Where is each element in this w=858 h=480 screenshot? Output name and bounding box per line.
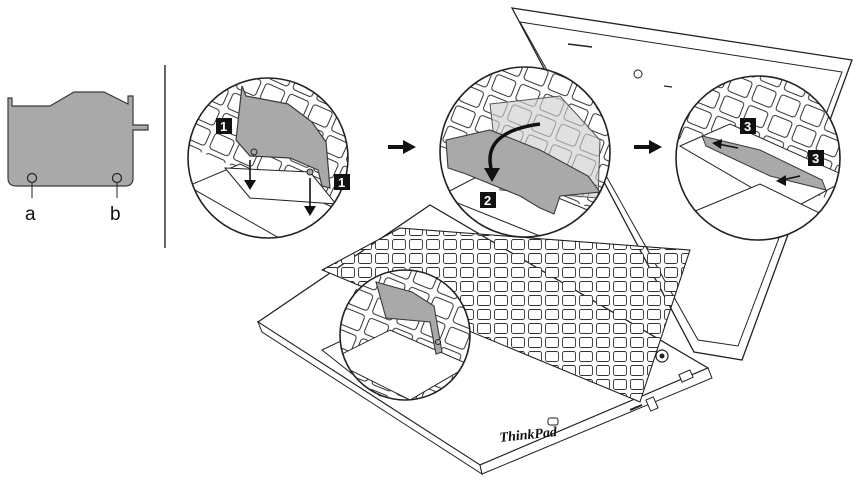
curved-rotate-arrow-icon: [484, 122, 541, 182]
press-arrow-icon: [712, 139, 739, 149]
press-arrow-icon: [776, 175, 801, 186]
svg-text:3: 3: [812, 151, 819, 166]
step-badge-1: 1: [216, 118, 232, 134]
hole-b: [111, 172, 123, 184]
step-badge-3-second: 3: [808, 150, 824, 166]
label-b: b: [110, 204, 121, 225]
step-badge-3: 3: [740, 118, 756, 134]
right-arrow-icon: [388, 140, 416, 154]
svg-text:3: 3: [744, 119, 751, 134]
webcam-icon: [633, 69, 643, 79]
brand-logo: ThinkPad: [499, 425, 559, 446]
svg-text:1: 1: [338, 175, 345, 190]
svg-text:1: 1: [220, 119, 227, 134]
step-badge-1-second: 1: [334, 174, 350, 190]
hole-a: [26, 172, 38, 184]
label-a: a: [25, 204, 36, 225]
fingerprint-reader-icon: [547, 417, 559, 426]
step-1-detail: 1 1: [187, 77, 350, 239]
step-badge-2: 2: [480, 192, 496, 208]
bezel-part-illustration: a b: [7, 91, 149, 225]
right-arrow-icon: [634, 140, 662, 154]
down-arrow-icon: [304, 178, 316, 216]
down-arrow-icon: [244, 160, 256, 190]
svg-text:2: 2: [484, 193, 491, 208]
